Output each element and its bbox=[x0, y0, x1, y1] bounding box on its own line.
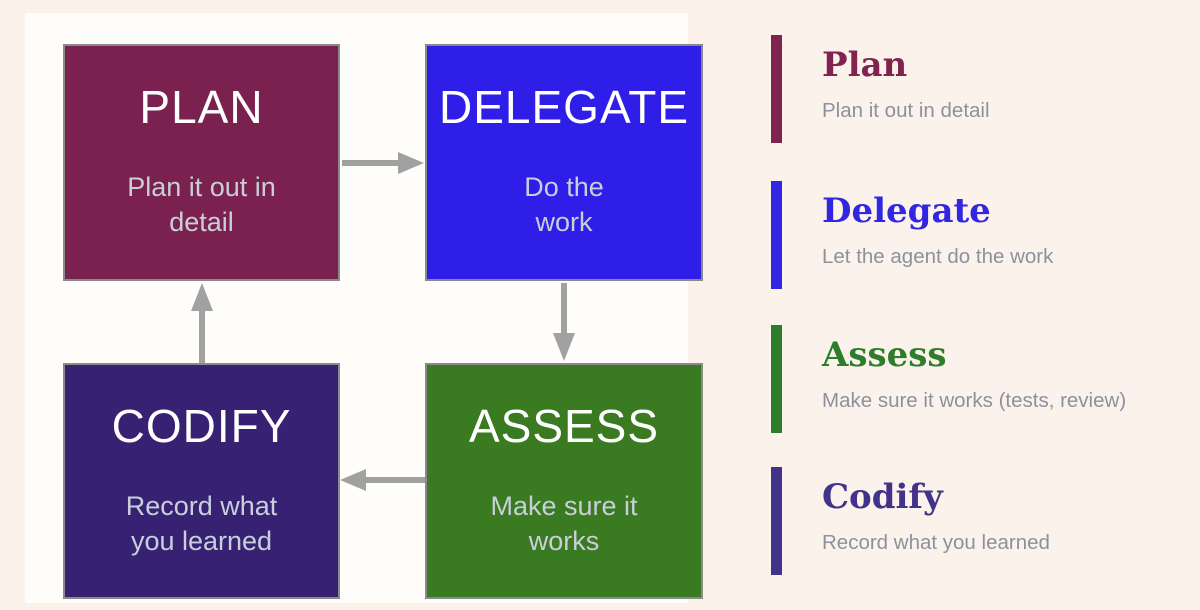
legend-item-delegate: Delegate Let the agent do the work bbox=[771, 181, 1181, 293]
flow-box-title: DELEGATE bbox=[439, 81, 689, 133]
legend: Plan Plan it out in detail Delegate Let … bbox=[771, 0, 1181, 610]
flow-box-subtitle: Make sure it works bbox=[490, 491, 638, 557]
arrow-shaft bbox=[365, 477, 425, 483]
arrow-head-up-icon bbox=[191, 283, 213, 311]
flow-box-subtitle: Record what you learned bbox=[125, 491, 278, 557]
flow-box-subtitle: Do the work bbox=[524, 172, 604, 238]
legend-item-codify: Codify Record what you learned bbox=[771, 467, 1181, 579]
legend-item-title: Plan bbox=[822, 45, 908, 85]
legend-item-description: Plan it out in detail bbox=[822, 99, 990, 123]
legend-text-block: Assess Make sure it works (tests, review… bbox=[822, 335, 1127, 413]
legend-item-assess: Assess Make sure it works (tests, review… bbox=[771, 325, 1181, 437]
legend-item-description: Make sure it works (tests, review) bbox=[822, 389, 1127, 413]
flow-box-title: PLAN bbox=[139, 81, 264, 133]
legend-color-bar bbox=[771, 181, 782, 289]
flow-box-assess: ASSESS Make sure it works bbox=[425, 363, 703, 599]
flow-box-title: ASSESS bbox=[468, 400, 660, 452]
legend-item-description: Let the agent do the work bbox=[822, 245, 1054, 269]
flow-box-plan: PLAN Plan it out in detail bbox=[63, 44, 340, 281]
arrow-head-left-icon bbox=[340, 469, 366, 491]
flow-box-codify: CODIFY Record what you learned bbox=[63, 363, 340, 599]
arrow-shaft bbox=[342, 160, 402, 166]
arrow-head-right-icon bbox=[398, 152, 424, 174]
legend-item-plan: Plan Plan it out in detail bbox=[771, 35, 1181, 147]
legend-text-block: Codify Record what you learned bbox=[822, 477, 1050, 555]
flow-diagram-panel: PLAN Plan it out in detail DELEGATE Do t… bbox=[25, 13, 703, 603]
flow-box-delegate: DELEGATE Do the work bbox=[425, 44, 703, 281]
legend-text-block: Plan Plan it out in detail bbox=[822, 45, 990, 123]
arrow-head-down-icon bbox=[553, 333, 575, 361]
flow-box-subtitle: Plan it out in detail bbox=[127, 172, 276, 238]
arrow-shaft bbox=[199, 309, 205, 363]
legend-item-title: Codify bbox=[822, 477, 943, 517]
legend-item-title: Delegate bbox=[822, 191, 991, 231]
arrow-shaft bbox=[561, 283, 567, 335]
legend-color-bar bbox=[771, 35, 782, 143]
flow-box-title: CODIFY bbox=[111, 400, 292, 452]
legend-color-bar bbox=[771, 325, 782, 433]
legend-text-block: Delegate Let the agent do the work bbox=[822, 191, 1054, 269]
legend-item-description: Record what you learned bbox=[822, 531, 1050, 555]
legend-color-bar bbox=[771, 467, 782, 575]
legend-item-title: Assess bbox=[822, 335, 947, 375]
